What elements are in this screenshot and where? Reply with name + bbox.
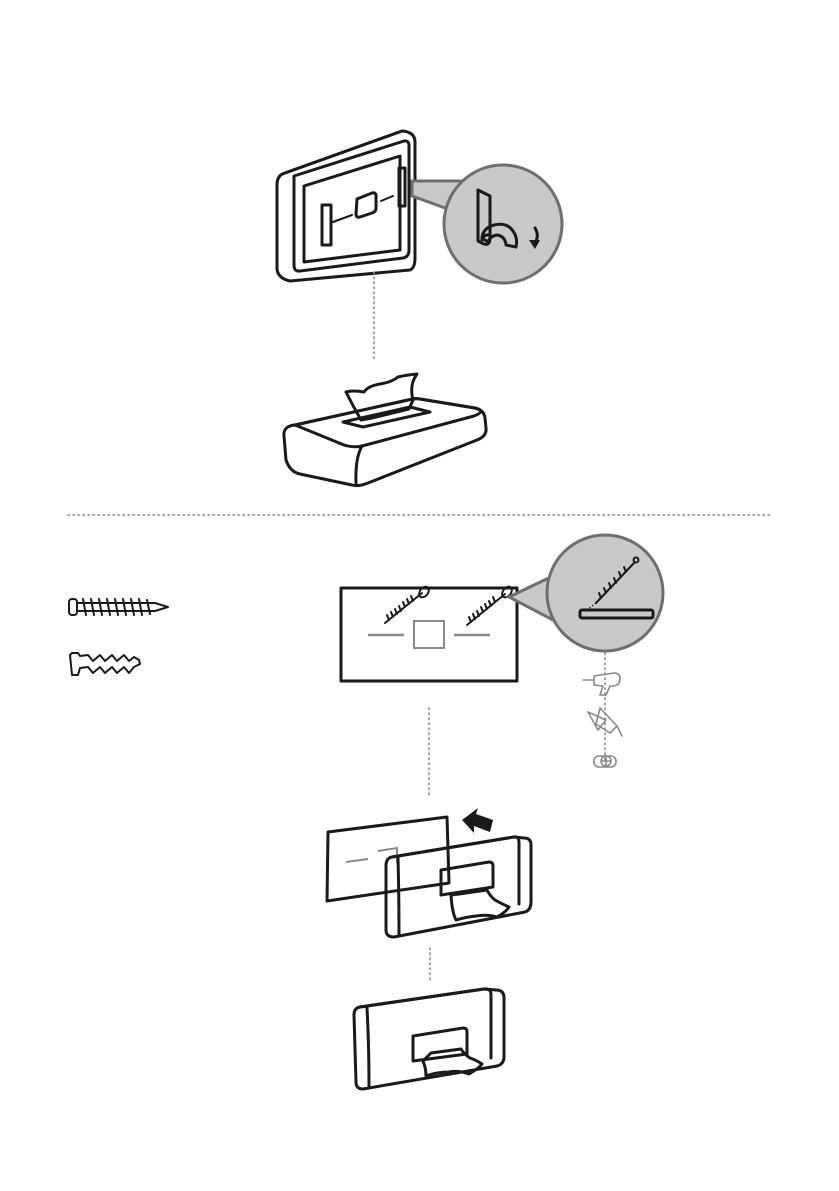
mounting-plate-icon bbox=[341, 585, 517, 681]
tissue-box-icon bbox=[284, 374, 486, 486]
screw-icon bbox=[69, 599, 168, 615]
screw-depth-zoom-icon bbox=[509, 535, 663, 651]
tools-group bbox=[583, 653, 622, 767]
drill-icon bbox=[583, 673, 620, 695]
screw-1-icon bbox=[385, 585, 431, 623]
dispenser-slide-on-icon bbox=[327, 808, 531, 937]
mounted-dispenser-icon bbox=[354, 989, 504, 1089]
adhesive-tab-peel-icon bbox=[412, 165, 562, 283]
holder-back-plate-icon bbox=[277, 131, 415, 281]
wall-plug-icon bbox=[70, 653, 140, 675]
step-screw-mounting bbox=[69, 535, 663, 1089]
screw-2-icon bbox=[467, 585, 514, 625]
saw-icon bbox=[588, 708, 622, 736]
step-adhesive-mounting bbox=[277, 131, 562, 486]
arrow-icon bbox=[462, 808, 493, 833]
